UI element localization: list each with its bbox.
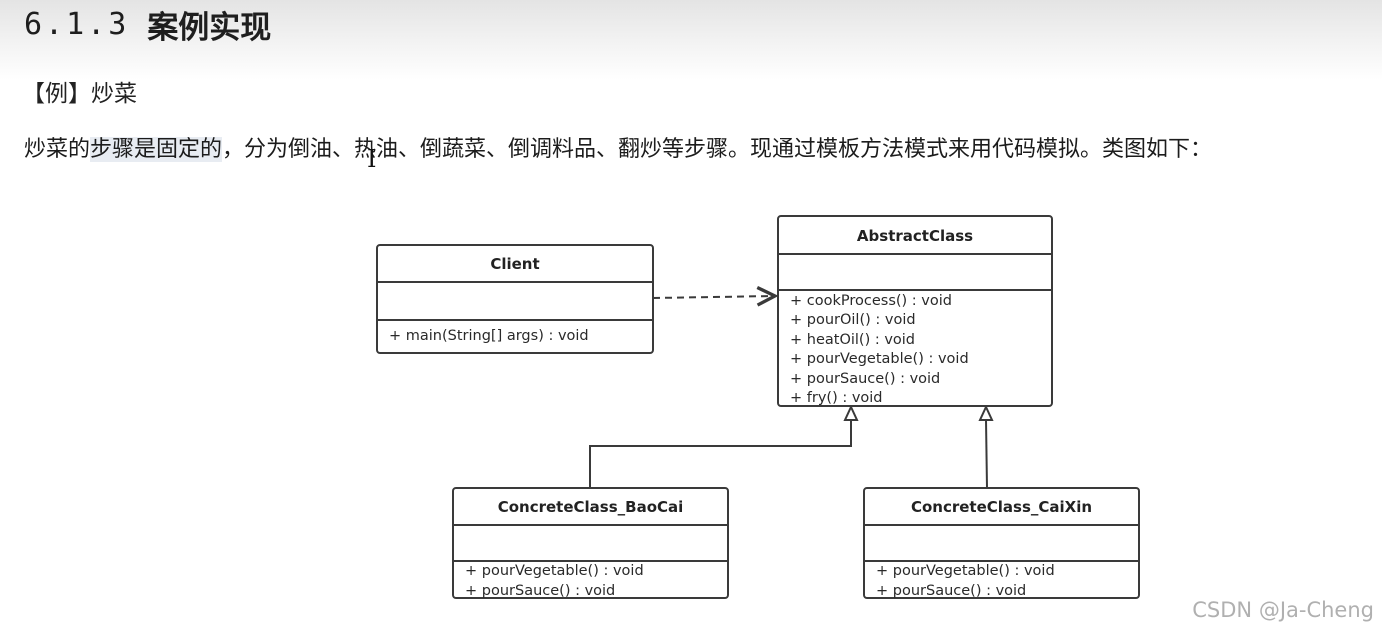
abstract-method: + fry() : void <box>790 390 883 407</box>
highlighted-text: 步骤是固定的 <box>90 137 223 162</box>
caixin-class-name: ConcreteClass_CaiXin <box>865 489 1138 526</box>
concrete-class-baocai: ConcreteClass_BaoCai + pourVegetable() :… <box>452 487 729 599</box>
client-method: + main(String[] args) : void <box>389 328 589 344</box>
abstract-class: AbstractClass + cookProcess() : void + p… <box>777 215 1053 407</box>
section-number: 6.1.3 <box>24 6 130 42</box>
description-paragraph: 炒菜的步骤是固定的，分为倒油、热油、倒蔬菜、倒调料品、翻炒等步骤。现通过模板方法… <box>24 131 1212 163</box>
watermark: CSDN @Ja-Cheng <box>1192 598 1374 622</box>
abstract-method: + pourVegetable() : void <box>790 351 969 368</box>
baocai-class-name: ConcreteClass_BaoCai <box>454 489 727 526</box>
inheritance-triangle-baocai <box>843 404 859 421</box>
baocai-class-attributes <box>454 526 727 562</box>
abstract-method: + pourSauce() : void <box>790 370 941 387</box>
caixin-method: + pourSauce() : void <box>876 582 1027 599</box>
inheritance-line-baocai <box>589 420 852 488</box>
baocai-method: + pourVegetable() : void <box>465 563 644 579</box>
abstract-method: + heatOil() : void <box>790 331 916 348</box>
caixin-class-attributes <box>865 526 1138 562</box>
section-heading: 6.1.3 案例实现 <box>24 2 271 46</box>
abstract-class-name: AbstractClass <box>779 217 1051 255</box>
text-cursor-icon: I <box>367 145 377 173</box>
client-class: Client + main(String[] args) : void <box>376 244 654 354</box>
paragraph-text-rest: ，分为倒油、热油、倒蔬菜、倒调料品、翻炒等步骤。现通过模板方法模式来用代码模拟。… <box>222 137 1213 162</box>
caixin-class-methods: + pourVegetable() : void + pourSauce() :… <box>865 562 1138 601</box>
abstract-method: + pourOil() : void <box>790 312 916 329</box>
baocai-class-methods: + pourVegetable() : void + pourSauce() :… <box>454 562 727 601</box>
concrete-class-caixin: ConcreteClass_CaiXin + pourVegetable() :… <box>863 487 1140 599</box>
dependency-arrow <box>652 296 775 298</box>
client-class-attributes <box>378 283 652 321</box>
abstract-class-attributes <box>779 255 1051 291</box>
section-title: 案例实现 <box>147 9 272 46</box>
client-class-methods: + main(String[] args) : void <box>378 321 652 346</box>
inheritance-line-caixin <box>985 419 988 489</box>
baocai-method: + pourSauce() : void <box>465 582 616 599</box>
abstract-method: + cookProcess() : void <box>790 293 952 309</box>
example-label: 【例】炒菜 <box>22 81 137 107</box>
caixin-method: + pourVegetable() : void <box>876 563 1055 579</box>
header-band <box>0 0 1382 80</box>
client-class-name: Client <box>378 246 652 283</box>
paragraph-text-start: 炒菜的 <box>24 137 91 162</box>
inheritance-triangle-caixin <box>978 404 994 421</box>
abstract-class-methods: + cookProcess() : void + pourOil() : voi… <box>779 291 1051 408</box>
